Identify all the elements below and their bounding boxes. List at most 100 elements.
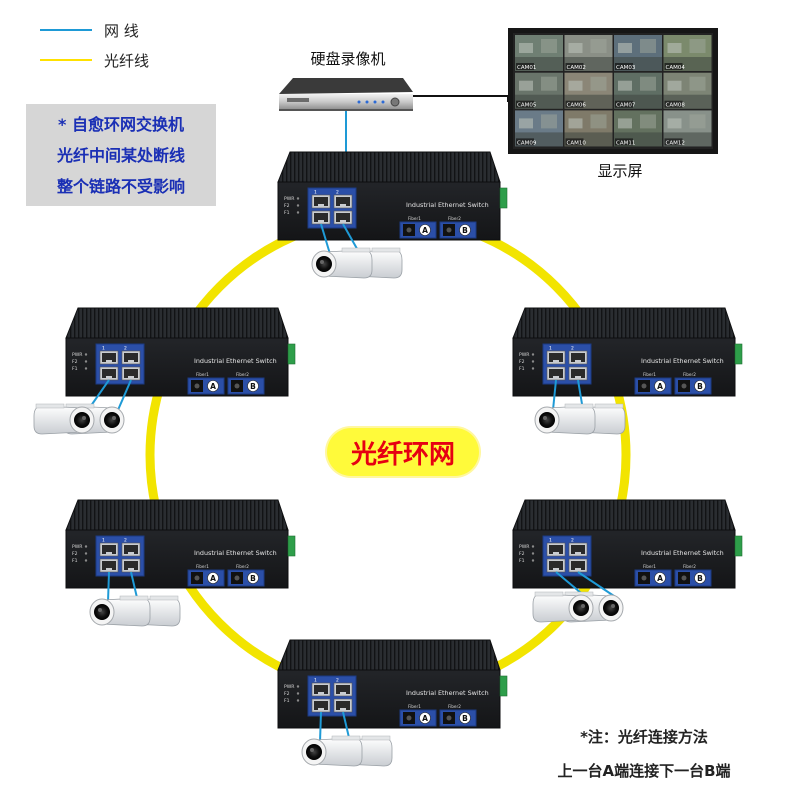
- rj45-port[interactable]: [122, 351, 140, 364]
- rj45-port[interactable]: [312, 683, 330, 696]
- switch-lower-right: PWRF2F112Industrial Ethernet SwitchFiber…: [513, 500, 742, 622]
- monitor-camera-tile-label: CAM01: [517, 65, 536, 71]
- fiber-port-letter: A: [657, 382, 663, 391]
- switch-fiber-label: Fiber1: [643, 372, 656, 377]
- switch-lower-left: PWRF2F112Industrial Ethernet SwitchFiber…: [66, 500, 295, 626]
- nvr-monitor-cable: [408, 96, 508, 102]
- switch-led: [532, 367, 534, 369]
- rj45-port[interactable]: [100, 543, 118, 556]
- monitor-camera-tile-label: CAM10: [567, 140, 587, 146]
- fiber-port-letter: B: [462, 714, 468, 723]
- switch-led-label: F1: [72, 366, 78, 372]
- monitor-camera-tile-label: CAM12: [666, 140, 685, 146]
- monitor-camera-tile-label: CAM05: [517, 103, 537, 109]
- switch-led-label: PWR: [284, 196, 295, 202]
- switch-led: [85, 545, 87, 547]
- rj45-port[interactable]: [569, 367, 587, 380]
- switch-led-label: F1: [284, 210, 290, 216]
- switch-led: [297, 685, 299, 687]
- switch-title: Industrial Ethernet Switch: [641, 357, 724, 365]
- info-box-line-2: 光纤中间某处断线: [57, 140, 185, 171]
- rj45-port[interactable]: [122, 559, 140, 572]
- fiber-port-b[interactable]: B: [228, 570, 264, 586]
- rj45-port[interactable]: [122, 543, 140, 556]
- switch-fiber-label: Fiber1: [196, 564, 209, 569]
- switch-fiber-label: Fiber2: [236, 564, 249, 569]
- rj45-port[interactable]: [547, 559, 565, 572]
- rj45-port[interactable]: [547, 351, 565, 364]
- switch-led: [532, 545, 534, 547]
- rj45-port[interactable]: [334, 683, 352, 696]
- monitor-camera-tile: CAM02: [565, 35, 613, 71]
- rj45-port[interactable]: [312, 195, 330, 208]
- fiber-port-letter: A: [657, 574, 663, 583]
- rj45-port[interactable]: [569, 543, 587, 556]
- switch-led-label: F1: [72, 558, 78, 564]
- switch-led: [85, 360, 87, 362]
- fiber-port-a[interactable]: A: [400, 710, 436, 726]
- fiber-port-b[interactable]: B: [440, 710, 476, 726]
- rj45-port[interactable]: [547, 367, 565, 380]
- monitor-camera-tile-label: CAM09: [517, 140, 537, 146]
- fiber-port-letter: A: [210, 382, 216, 391]
- rj45-port[interactable]: [100, 351, 118, 364]
- nvr-label: 硬盘录像机: [298, 48, 398, 69]
- monitor-label: 显示屏: [580, 160, 660, 181]
- fiber-port-b[interactable]: B: [440, 222, 476, 238]
- monitor-camera-tile: CAM03: [614, 35, 662, 71]
- monitor-camera-tile-label: CAM11: [616, 140, 635, 146]
- switch-fiber-label: Fiber1: [408, 704, 421, 709]
- switch-led: [532, 360, 534, 362]
- monitor-camera-tile: CAM09: [515, 110, 563, 146]
- rj45-port[interactable]: [334, 211, 352, 224]
- fiber-port-a[interactable]: A: [188, 570, 224, 586]
- monitor-camera-tile: CAM06: [565, 73, 613, 109]
- monitor-camera-tile: CAM11: [614, 110, 662, 146]
- rj45-port[interactable]: [334, 195, 352, 208]
- fiber-port-letter: B: [697, 574, 703, 583]
- switch-led: [85, 353, 87, 355]
- switch-title: Industrial Ethernet Switch: [194, 549, 277, 557]
- switch-led-label: F1: [519, 558, 525, 564]
- note-line-2: 上一台A端连接下一台B端: [514, 760, 774, 781]
- fiber-port-letter: B: [697, 382, 703, 391]
- bullet-camera: [533, 592, 593, 622]
- bullet-camera: [90, 596, 150, 626]
- rj45-port[interactable]: [100, 367, 118, 380]
- fiber-port-b[interactable]: B: [675, 378, 711, 394]
- switch-fiber-label: Fiber2: [448, 704, 461, 709]
- rj45-port[interactable]: [569, 351, 587, 364]
- switch-fiber-label: Fiber1: [408, 216, 421, 221]
- switch-port-number: 2: [124, 346, 127, 352]
- fiber-port-a[interactable]: A: [400, 222, 436, 238]
- legend-network-label: 网 线: [104, 22, 139, 40]
- switch-led-label: PWR: [519, 544, 530, 550]
- fiber-port-a[interactable]: A: [635, 378, 671, 394]
- rj45-port[interactable]: [547, 543, 565, 556]
- rj45-port[interactable]: [100, 559, 118, 572]
- switch-port-number: 1: [102, 538, 105, 544]
- switch-led: [297, 197, 299, 199]
- fiber-port-b[interactable]: B: [675, 570, 711, 586]
- fiber-port-b[interactable]: B: [228, 378, 264, 394]
- fiber-port-a[interactable]: A: [635, 570, 671, 586]
- switch-led: [297, 692, 299, 694]
- bullet-camera: [535, 404, 595, 434]
- switch-title: Industrial Ethernet Switch: [406, 689, 489, 697]
- rj45-port[interactable]: [312, 211, 330, 224]
- rj45-port[interactable]: [122, 367, 140, 380]
- monitor-camera-tile-label: CAM08: [666, 103, 686, 109]
- switch-title: Industrial Ethernet Switch: [641, 549, 724, 557]
- rj45-port[interactable]: [312, 699, 330, 712]
- monitor-camera-tile-label: CAM03: [616, 65, 636, 71]
- switch-led: [297, 204, 299, 206]
- fiber-port-a[interactable]: A: [188, 378, 224, 394]
- monitor-camera-tile: CAM01: [515, 35, 563, 71]
- rj45-port[interactable]: [569, 559, 587, 572]
- rj45-port[interactable]: [334, 699, 352, 712]
- fiber-port-letter: B: [250, 574, 256, 583]
- switch-led: [297, 211, 299, 213]
- switch-led-label: F2: [284, 691, 290, 697]
- bullet-camera: [312, 248, 372, 278]
